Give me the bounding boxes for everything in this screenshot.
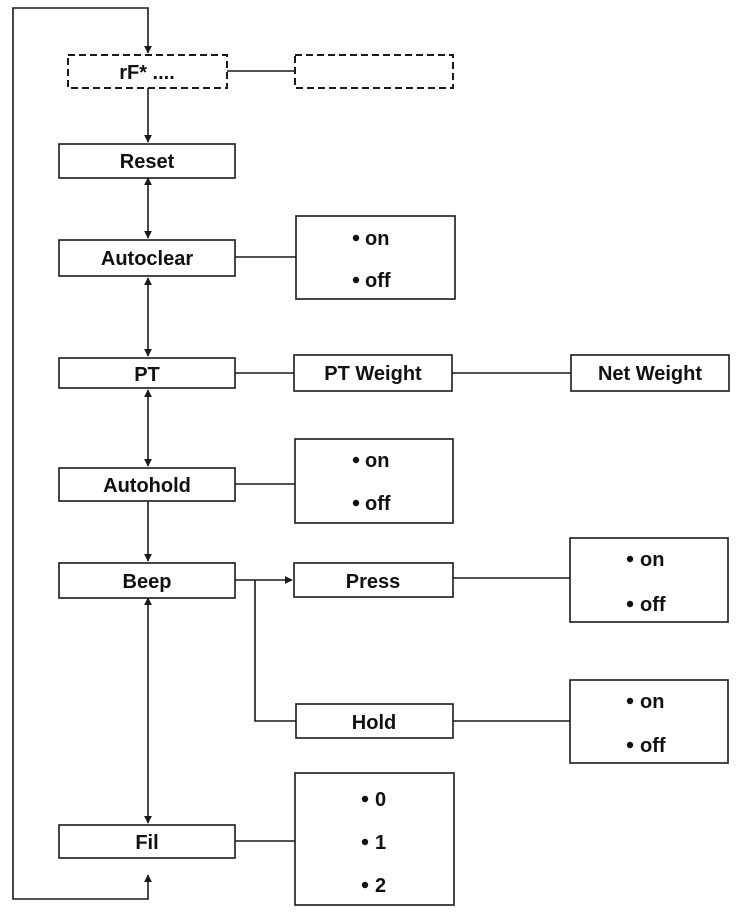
fil-options-box: 0 1 2: [294, 772, 455, 906]
connectors: [12, 7, 571, 900]
fil-node: Fil: [58, 824, 236, 859]
autohold-label: Autohold: [103, 475, 191, 497]
press-node: Press: [293, 562, 454, 598]
beep-node: Beep: [58, 562, 236, 599]
fil-label: Fil: [135, 832, 158, 854]
net-weight-label: Net Weight: [598, 363, 702, 385]
autohold-option-off: off: [365, 493, 391, 515]
fil-option-1: 1: [375, 832, 386, 854]
autoclear-node: Autoclear: [58, 239, 236, 277]
hold-option-off: off: [640, 735, 666, 757]
reset-node: Reset: [58, 143, 236, 179]
press-options-box: on off: [569, 537, 729, 623]
beep-to-hold-line: [254, 580, 296, 722]
hold-label: Hold: [352, 712, 396, 734]
fil-option-0: 0: [375, 789, 386, 811]
autoclear-option-off: off: [365, 270, 391, 292]
net-weight-node: Net Weight: [570, 354, 730, 392]
autohold-option-on: on: [365, 450, 389, 472]
hold-options-box: on off: [569, 679, 729, 764]
autoclear-options-box: on off: [295, 215, 456, 300]
press-label: Press: [346, 571, 401, 593]
autoclear-label: Autoclear: [101, 248, 193, 270]
hold-node: Hold: [295, 703, 454, 739]
press-option-off: off: [640, 594, 666, 616]
autohold-options-box: on off: [294, 438, 454, 524]
rf-node: rF* ....: [67, 54, 228, 89]
press-option-on: on: [640, 549, 664, 571]
beep-label: Beep: [123, 571, 172, 593]
pt-label: PT: [134, 364, 160, 386]
reset-label: Reset: [120, 151, 175, 173]
pt-node: PT: [58, 357, 236, 389]
return-loop-line: [12, 7, 152, 900]
hold-option-on: on: [640, 691, 664, 713]
autoclear-option-on: on: [365, 228, 389, 250]
fil-option-2: 2: [375, 875, 386, 897]
pt-weight-node: PT Weight: [293, 354, 453, 392]
pt-weight-label: PT Weight: [324, 363, 422, 385]
autohold-node: Autohold: [58, 467, 236, 502]
rf-blank-node: [294, 54, 454, 89]
rf-label: rF* ....: [119, 62, 175, 84]
